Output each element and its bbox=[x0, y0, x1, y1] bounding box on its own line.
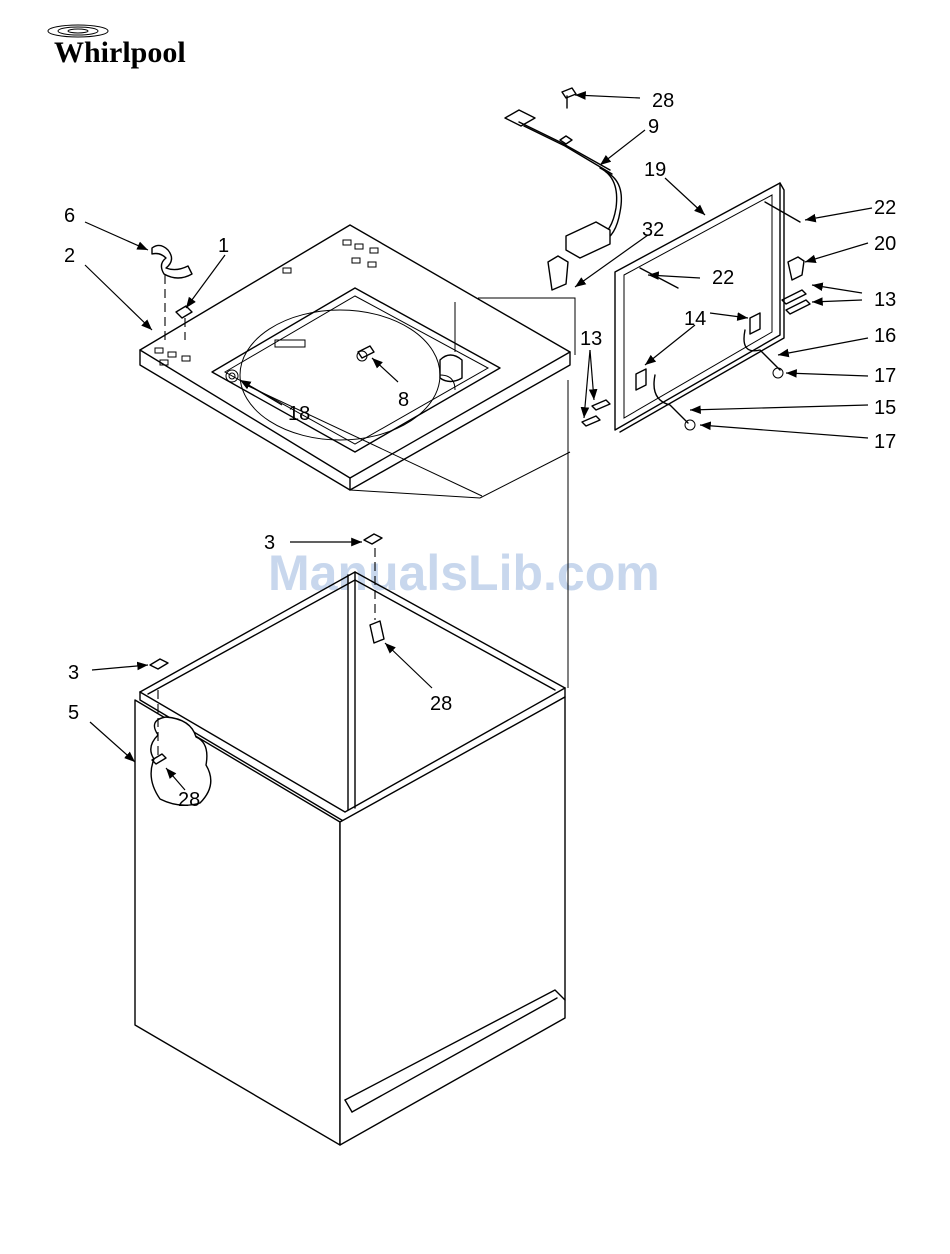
callout-28-middle: 28 bbox=[430, 693, 452, 715]
callout-8: 8 bbox=[398, 389, 409, 411]
callout-3-top: 3 bbox=[264, 532, 275, 554]
callout-22-left: 22 bbox=[712, 267, 734, 289]
callout-6: 6 bbox=[64, 205, 75, 227]
wire-harness bbox=[505, 88, 621, 290]
callout-22-top: 22 bbox=[874, 197, 896, 219]
callout-13-right: 13 bbox=[874, 289, 896, 311]
callout-2: 2 bbox=[64, 245, 75, 267]
callout-17-top: 17 bbox=[874, 365, 896, 387]
callout-20: 20 bbox=[874, 233, 896, 255]
callout-17-bottom: 17 bbox=[874, 431, 896, 453]
callout-9: 9 bbox=[648, 116, 659, 138]
logo-wordmark: Whirlpool bbox=[54, 36, 186, 69]
callout-14: 14 bbox=[684, 308, 706, 330]
callout-32: 32 bbox=[642, 219, 664, 241]
cabinet bbox=[135, 534, 565, 1145]
callout-3-bottom: 3 bbox=[68, 662, 79, 684]
callout-15: 15 bbox=[874, 397, 896, 419]
callout-18: 18 bbox=[288, 403, 310, 425]
whirlpool-logo: Whirlpool bbox=[48, 25, 186, 69]
watermark-text: ManualsLib.com bbox=[268, 545, 660, 601]
callout-5: 5 bbox=[68, 702, 79, 724]
callout-28: 28 bbox=[652, 90, 674, 112]
top-panel bbox=[140, 225, 570, 490]
callout-19: 19 bbox=[644, 159, 666, 181]
callout-28-bottom: 28 bbox=[178, 789, 200, 811]
callout-13-left: 13 bbox=[580, 328, 602, 350]
callout-1: 1 bbox=[218, 235, 229, 257]
callout-16: 16 bbox=[874, 325, 896, 347]
